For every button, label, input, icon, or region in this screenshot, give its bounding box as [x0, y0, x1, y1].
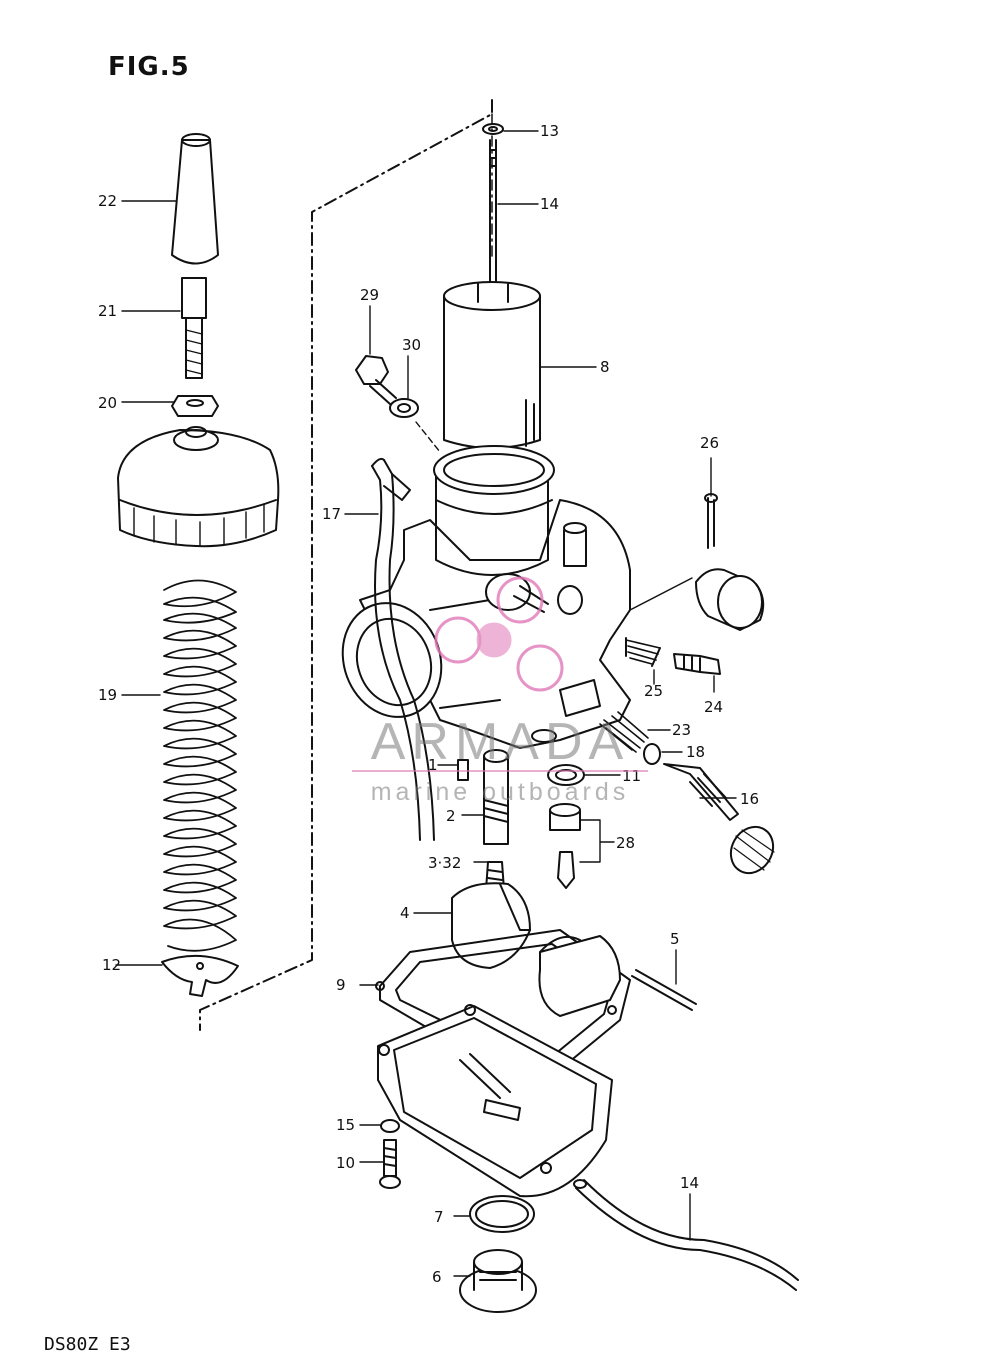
callout-18: 16 [740, 790, 759, 808]
watermark-brand: ARMADA [370, 713, 630, 771]
callout-22: 20 [98, 394, 117, 412]
part-18-screw [663, 763, 775, 875]
part-31-washer [389, 398, 419, 418]
callout-13: 9 [336, 976, 346, 994]
part-30-bolt [355, 355, 397, 405]
part-8-clip [482, 123, 504, 135]
part-28-split-pin [704, 493, 718, 549]
part-4-float [451, 882, 531, 969]
callout-10: 6 [432, 1268, 442, 1286]
callout-16: 15 [336, 1116, 355, 1134]
callout-30: 29 [360, 286, 379, 304]
callout-20: 23 [672, 721, 691, 739]
callout-11: 7 [434, 1208, 444, 1226]
watermark-divider [352, 770, 648, 772]
callout-15: 10 [336, 1154, 355, 1172]
leader-lines [115, 130, 737, 1277]
part-26-spring [625, 637, 661, 667]
part-24-rubber-cap [171, 133, 219, 265]
callout-5: 5 [670, 930, 680, 948]
choke-knob [629, 568, 765, 631]
part-2-needle-jet [483, 749, 509, 845]
model-code: DS80Z E3 [44, 1334, 131, 1355]
callout-3-32: 3·32 [428, 854, 461, 872]
figure-title: FIG.5 [108, 52, 190, 82]
callout-19: 18 [686, 743, 705, 761]
callout-25: 24 [704, 698, 723, 716]
callout-14: 14 [680, 1174, 699, 1192]
callout-29: 28 [616, 834, 635, 852]
part-10-plug [459, 1249, 537, 1313]
watermark-tagline: marine outboards [370, 778, 630, 806]
part-11-oring [469, 1195, 535, 1233]
callout-9: 14 [540, 195, 559, 213]
part-7-clip [161, 954, 239, 997]
callout-31: 30 [402, 336, 421, 354]
part-21-spring [163, 579, 237, 952]
part-12-throttle-valve [443, 281, 541, 449]
assembly-boundary [199, 99, 493, 1031]
part-23-adjuster [181, 277, 207, 379]
part-14-tube [573, 1179, 799, 1291]
callout-21: 19 [98, 686, 117, 704]
callout-24: 22 [98, 192, 117, 210]
callout-labels: 22 21 20 19 12 13 14 8 29 30 17 26 25 24… [98, 122, 759, 1286]
callout-28: 26 [700, 434, 719, 452]
part-29-needle-valve [549, 803, 581, 889]
part-17-tube [371, 457, 435, 841]
part-19-washer [643, 743, 661, 765]
part-15-screw [379, 1139, 401, 1189]
part-22-nut [171, 395, 219, 417]
callout-8: 13 [540, 122, 559, 140]
carb-top-cap [117, 426, 280, 548]
callout-26: 25 [644, 682, 663, 700]
callout-1: 1 [428, 756, 438, 774]
callout-17: 17 [322, 505, 341, 523]
callout-12: 8 [600, 358, 610, 376]
part-16-washer [380, 1119, 400, 1133]
callout-4: 4 [400, 904, 410, 922]
callout-2: 2 [446, 807, 456, 825]
part-5-pin [631, 969, 697, 1011]
callout-7: 12 [102, 956, 121, 974]
part-20-spring [599, 711, 649, 753]
carburetor-body [341, 445, 631, 749]
float-right [538, 935, 621, 1017]
callout-23: 21 [98, 302, 117, 320]
part-25-screw [673, 653, 721, 675]
float-bowl [377, 1004, 613, 1198]
part-9-needle [489, 139, 497, 291]
watermark-logo [434, 576, 564, 692]
